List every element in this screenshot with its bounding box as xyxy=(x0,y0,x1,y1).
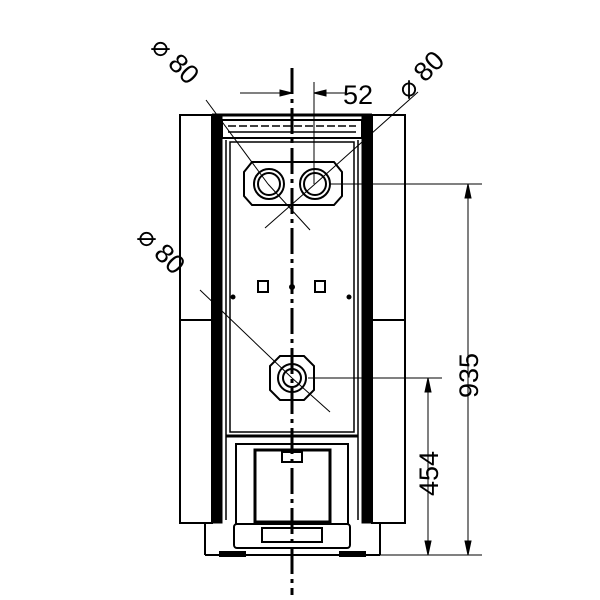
lower-section xyxy=(204,434,381,557)
diameter-leaders xyxy=(199,91,419,413)
dimension-label-52: 52 xyxy=(343,80,373,110)
dimension-935 xyxy=(330,183,482,556)
mounting-holes xyxy=(230,280,352,300)
dimension-52 xyxy=(240,82,345,184)
dimension-label-454: 454 xyxy=(414,451,444,496)
side-panel-right xyxy=(371,114,406,524)
top-flue-outlets xyxy=(243,161,343,206)
diameter-label-middle-left: ⌀ 80 xyxy=(132,221,191,280)
lower-outlet xyxy=(269,355,315,401)
body-frame xyxy=(211,113,373,524)
dimension-label-935: 935 xyxy=(454,353,484,398)
diameter-label-top-left: ⌀ 80 xyxy=(146,31,205,90)
diameter-label-top-right: ⌀ 80 xyxy=(391,45,450,104)
dimension-454 xyxy=(308,377,442,556)
side-panel-left xyxy=(179,114,213,524)
